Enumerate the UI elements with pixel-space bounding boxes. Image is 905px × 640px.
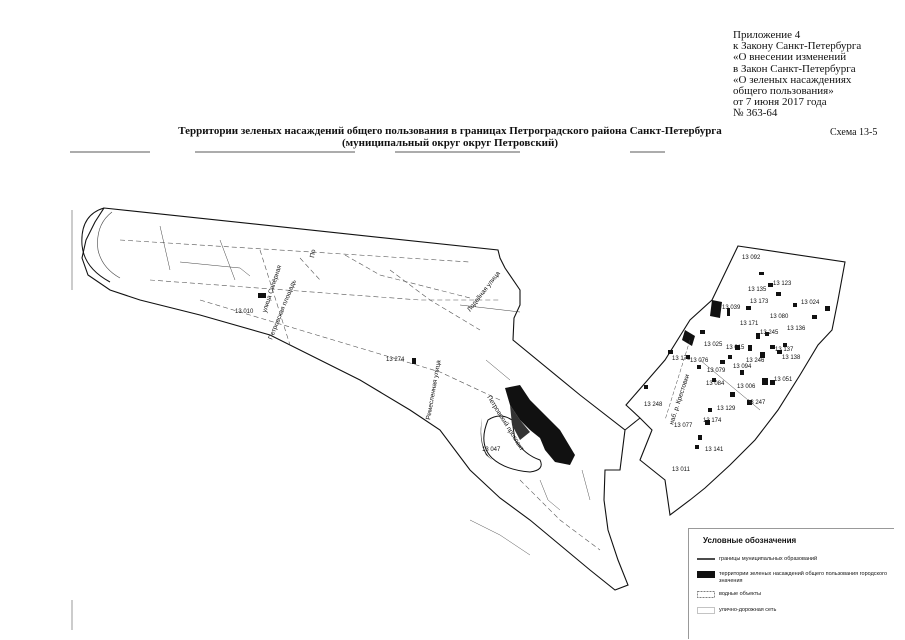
parcel-label: 13 092 — [742, 255, 761, 261]
parcel-label: 13 011 — [672, 467, 691, 473]
parcel-label: 13 170 — [672, 356, 691, 362]
legend-title: Условные обозначения — [703, 536, 797, 545]
parcel-label: 13 129 — [717, 406, 736, 412]
appendix-line: в Закон Санкт-Петербурга — [733, 62, 856, 75]
green-area-park — [505, 385, 575, 465]
scheme-label: Схема 13-5 — [830, 127, 878, 138]
parcel-label: 13 141 — [705, 447, 724, 453]
parcel-label: 13 138 — [782, 355, 801, 361]
parcel-label: 13 006 — [737, 384, 756, 390]
tip-inner — [97, 211, 121, 279]
parcel-label: 13 051 — [774, 377, 793, 383]
map-title: Территории зеленых насаждений общего пол… — [160, 125, 740, 149]
street-label-lodeynaya: Лодейная улица — [465, 269, 502, 313]
appendix-line: от 7 июня 2017 года — [733, 96, 827, 109]
parcel-label: 13 135 — [748, 287, 767, 293]
boundary-line-icon — [697, 558, 715, 560]
road-network — [119, 239, 601, 551]
appendix-header: Приложение 4 к Закону Санкт-Петербурга «… — [733, 29, 862, 120]
legend-item-label: границы муниципальных образований — [719, 556, 818, 562]
parcel-label: 13 246 — [746, 358, 765, 364]
parcel-label: 13 080 — [770, 314, 789, 320]
green-area-park-strip — [510, 405, 530, 440]
appendix-line: Приложение 4 — [733, 29, 801, 41]
green-parcel — [258, 293, 266, 298]
green-area-swatch-icon — [697, 571, 715, 578]
parcel-label: 13 025 — [704, 342, 723, 348]
parcel-label: 13 076 — [690, 358, 709, 364]
appendix-line: «О внесении изменений — [733, 51, 847, 64]
water-swatch-icon — [697, 591, 715, 598]
parcel-label: 13 171 — [740, 321, 759, 327]
parcel-label: 13 010 — [235, 309, 254, 315]
green-parcel — [412, 358, 416, 364]
map-title-line2: (муниципальный округ округ Петровский) — [341, 137, 558, 149]
parcel-label: 13 174 — [703, 418, 722, 424]
east-street — [699, 359, 761, 411]
parcel-label: 13 137 — [775, 347, 794, 353]
parcel-label: 13 015 — [726, 345, 745, 351]
street-label-remeslennaya: Ремесленная улица — [425, 359, 442, 420]
street-label-krestovka: наб. р. Крестовки — [667, 373, 691, 426]
parcel-label: 13 079 — [707, 368, 726, 374]
legend-item-label: улично-дорожная сеть — [719, 607, 777, 613]
parcel-label: 13 084 — [706, 381, 725, 387]
legend-item-label: территории зеленых насаждений общего пол… — [719, 571, 888, 584]
parcel-label: 13 039 — [722, 305, 741, 311]
map-legend: Условные обозначения границы муниципальн… — [688, 528, 894, 639]
legend-item-label: водные объекты — [719, 591, 762, 597]
parcel-label: 13 024 — [801, 300, 820, 306]
parcel-label: 13 136 — [787, 326, 806, 332]
parcel-label: 13 245 — [760, 330, 779, 336]
tip-outline — [81, 207, 111, 283]
south-lines — [469, 469, 591, 556]
district-boundary-east — [625, 245, 846, 516]
parcel-label: 13 077 — [674, 423, 693, 429]
secondary-roads — [159, 225, 521, 381]
water-pond — [483, 415, 542, 473]
map-title-line1: Территории зеленых насаждений общего пол… — [178, 125, 722, 137]
appendix-line: к Закону Санкт-Петербурга — [733, 40, 862, 53]
parcel-label: 13 173 — [750, 299, 769, 305]
parcel-label: 13 123 — [773, 281, 792, 287]
parcel-label: 13 248 — [644, 402, 663, 408]
parcel-label: 13 047 — [482, 447, 501, 453]
parcel-label: 13 247 — [747, 400, 766, 406]
road-swatch-icon — [697, 607, 715, 614]
appendix-line: «О зеленых насаждениях — [733, 73, 852, 86]
district-boundary-west — [81, 207, 629, 591]
parcel-label: 13 274 — [386, 357, 405, 363]
connector-line — [624, 417, 641, 431]
east-green-parcels — [644, 272, 830, 449]
appendix-line: общего пользования» — [733, 85, 834, 98]
parcel-label: 13 094 — [733, 364, 752, 370]
east-street — [664, 339, 691, 421]
appendix-line: № 363-64 — [733, 107, 778, 120]
street-label-fragment: По — [309, 249, 317, 259]
